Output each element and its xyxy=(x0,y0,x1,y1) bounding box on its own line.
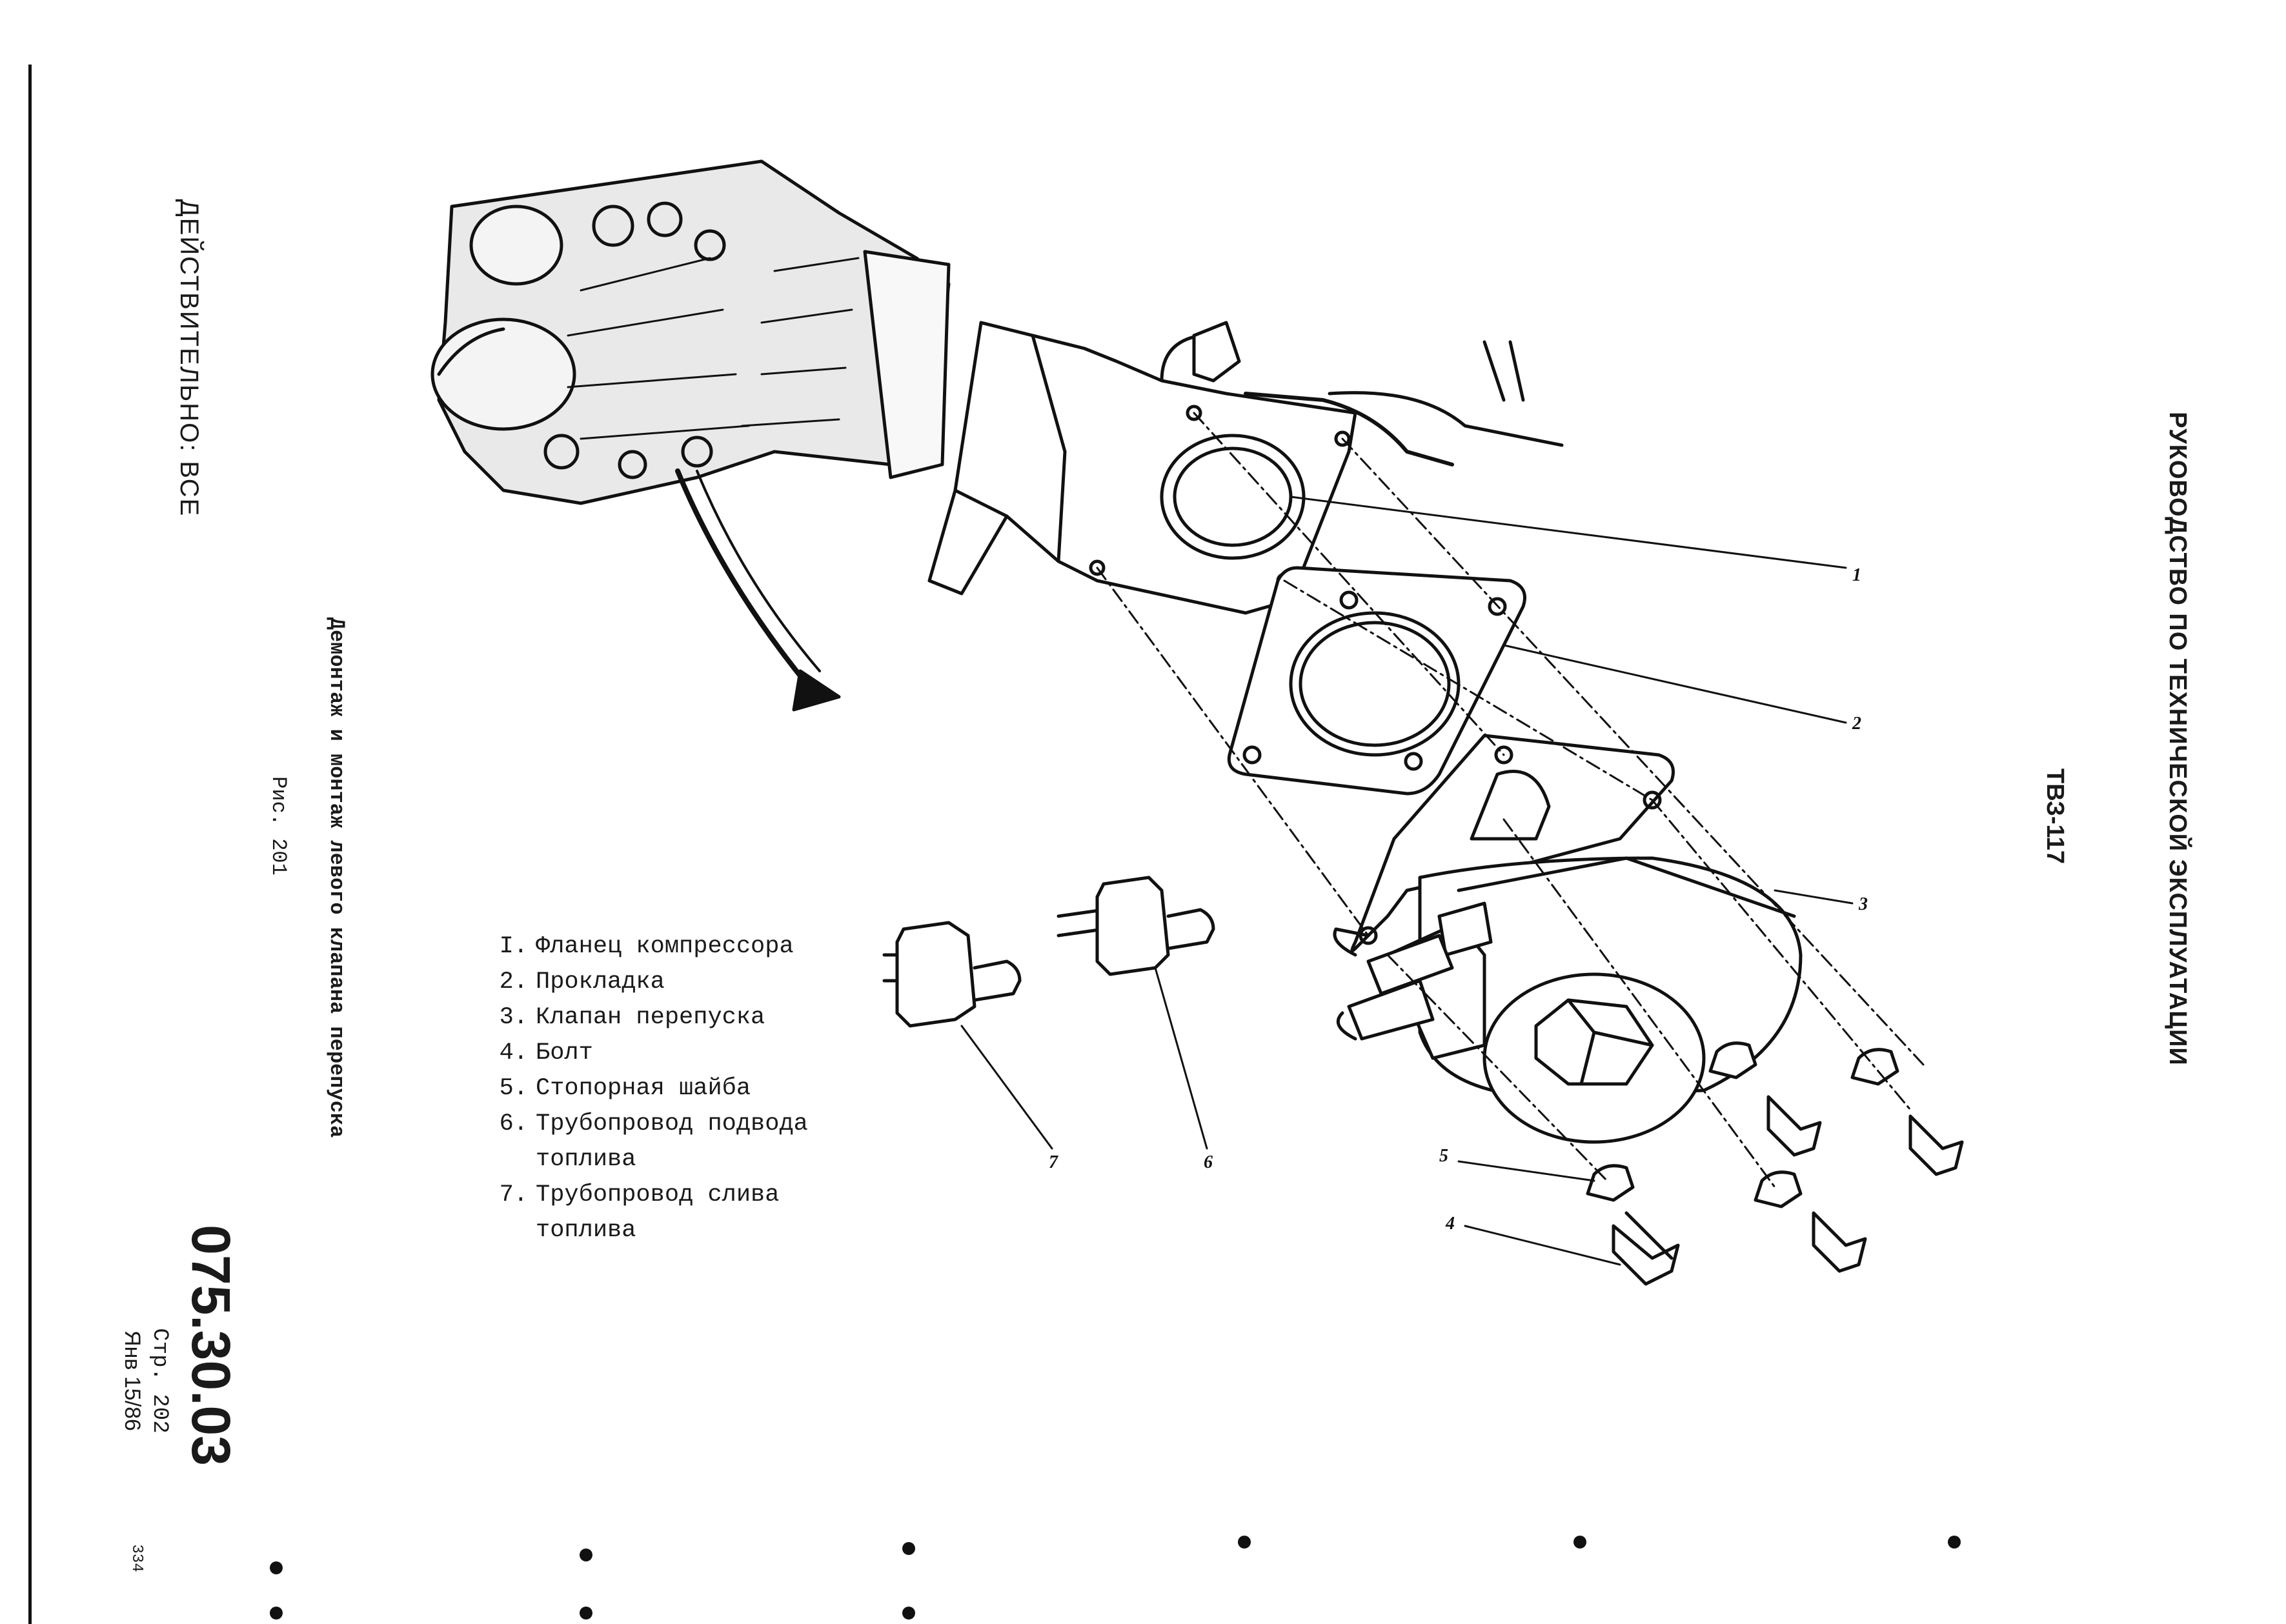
part-3-bypass-valve xyxy=(1333,734,1803,1144)
legend-item: 7.Трубопровод слива xyxy=(499,1181,780,1208)
callout-6: 6 xyxy=(1204,1152,1213,1172)
punch-hole xyxy=(580,1607,592,1619)
binding-line xyxy=(28,65,32,1624)
callout-3: 3 xyxy=(1858,894,1868,914)
leader-lines xyxy=(960,496,1854,1266)
legend-item: 3.Клапан перепуска xyxy=(499,1004,765,1031)
part-1-compressor-flange xyxy=(927,321,1564,615)
punch-hole xyxy=(902,1542,915,1555)
legend-item: 4.Болт xyxy=(499,1039,593,1067)
alignment-lines xyxy=(1096,412,1925,1188)
punch-hole xyxy=(902,1607,915,1619)
punch-hole xyxy=(270,1607,283,1619)
callout-7: 7 xyxy=(1049,1152,1058,1172)
punch-hole xyxy=(1573,1536,1586,1549)
parts-legend: I.Фланец компрессора 2.Прокладка 3.Клапа… xyxy=(489,929,808,1248)
part-2-gasket xyxy=(1227,566,1526,796)
punch-hole xyxy=(1238,1536,1251,1549)
legend-item: 2.Прокладка xyxy=(499,968,665,996)
legend-item-continuation: топлива xyxy=(536,1217,636,1244)
punch-hole xyxy=(1948,1536,1961,1549)
engine-drawing xyxy=(430,159,951,712)
part-4-bolts xyxy=(1612,1095,1964,1286)
callout-4: 4 xyxy=(1445,1214,1455,1234)
punch-hole xyxy=(270,1561,283,1574)
callout-2: 2 xyxy=(1852,714,1861,734)
callout-5: 5 xyxy=(1439,1146,1448,1166)
legend-item: 5.Стопорная шайба xyxy=(499,1075,751,1102)
part-6-fuel-supply-pipe xyxy=(1057,876,1215,976)
legend-item-continuation: топлива xyxy=(536,1146,636,1173)
part-7-fuel-drain-pipe xyxy=(882,921,1022,1028)
punch-hole xyxy=(580,1549,592,1561)
callout-1: 1 xyxy=(1852,565,1861,585)
legend-item: 6.Трубопровод подвода xyxy=(499,1110,808,1138)
legend-item: I.Фланец компрессора xyxy=(499,933,794,960)
